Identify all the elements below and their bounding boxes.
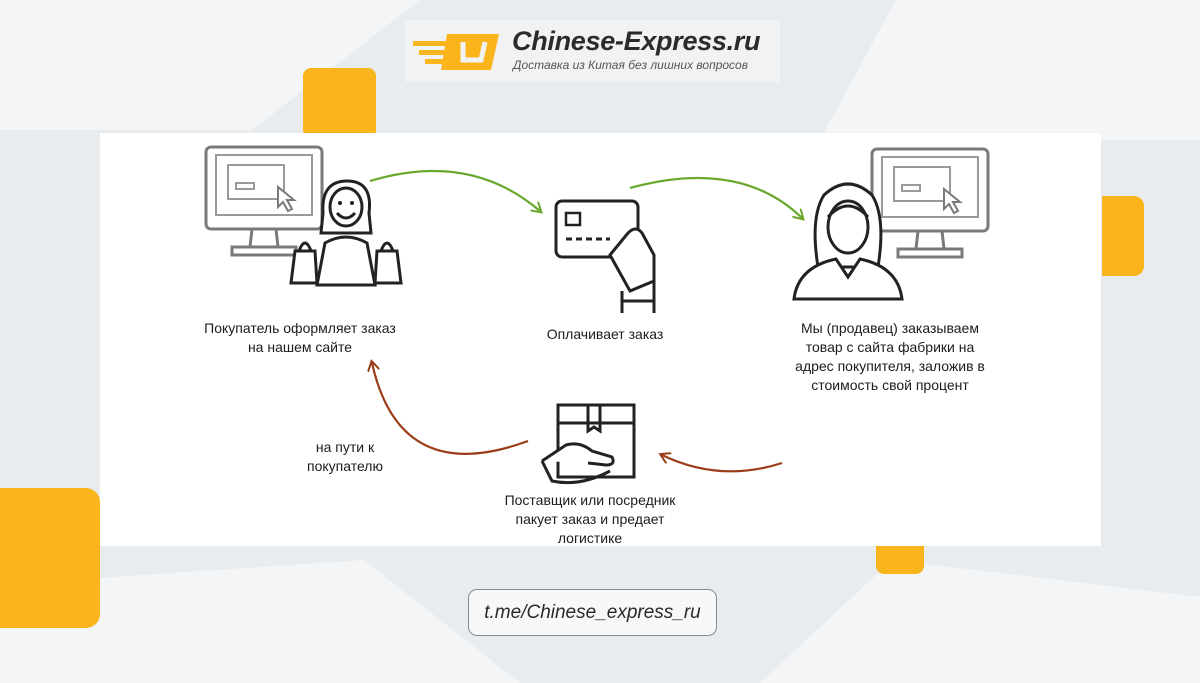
background-shape bbox=[820, 0, 1200, 140]
brand-name: Chinese-Express.ru bbox=[512, 26, 761, 56]
step-3-label: Мы (продавец) заказываем товар с сайта ф… bbox=[795, 320, 985, 393]
package-handover-icon bbox=[540, 403, 636, 485]
computer-monitor-icon bbox=[870, 147, 990, 259]
computer-monitor-icon bbox=[204, 145, 324, 257]
arrow-step2-to-step3 bbox=[629, 176, 802, 218]
background-shape bbox=[760, 560, 1200, 683]
arrow-step1-to-step2 bbox=[369, 169, 540, 211]
arrow-step3-to-step4 bbox=[662, 455, 783, 473]
arrow-step4-to-step1 bbox=[372, 363, 529, 455]
step-1-label: Покупатель оформляет заказ на нашем сайт… bbox=[204, 320, 396, 355]
yellow-accent-shape bbox=[0, 488, 100, 628]
brand-tagline: Доставка из Китая без лишних вопросов bbox=[513, 58, 748, 72]
delivery-truck-logo-icon bbox=[413, 34, 499, 70]
step-4-label: Поставщик или посредник пакует заказ и п… bbox=[504, 492, 676, 546]
flow-arrows bbox=[100, 169, 1101, 473]
seller-woman-icon bbox=[792, 182, 904, 301]
yellow-accent-shape bbox=[876, 546, 924, 574]
credit-card-hand-icon bbox=[554, 199, 656, 313]
return-path-label: на пути к покупателю bbox=[307, 439, 383, 474]
step-2-label: Оплачивает заказ bbox=[546, 326, 664, 342]
yellow-accent-shape bbox=[303, 68, 376, 138]
telegram-link-button[interactable]: t.me/Chinese_express_ru bbox=[468, 589, 717, 636]
yellow-accent-shape bbox=[1102, 196, 1144, 276]
shopper-with-bags-icon bbox=[289, 179, 403, 287]
process-diagram-panel: Покупатель оформляет заказ на нашем сайт… bbox=[100, 133, 1101, 546]
brand-logo[interactable]: Chinese-Express.ru Доставка из Китая без… bbox=[405, 20, 780, 82]
